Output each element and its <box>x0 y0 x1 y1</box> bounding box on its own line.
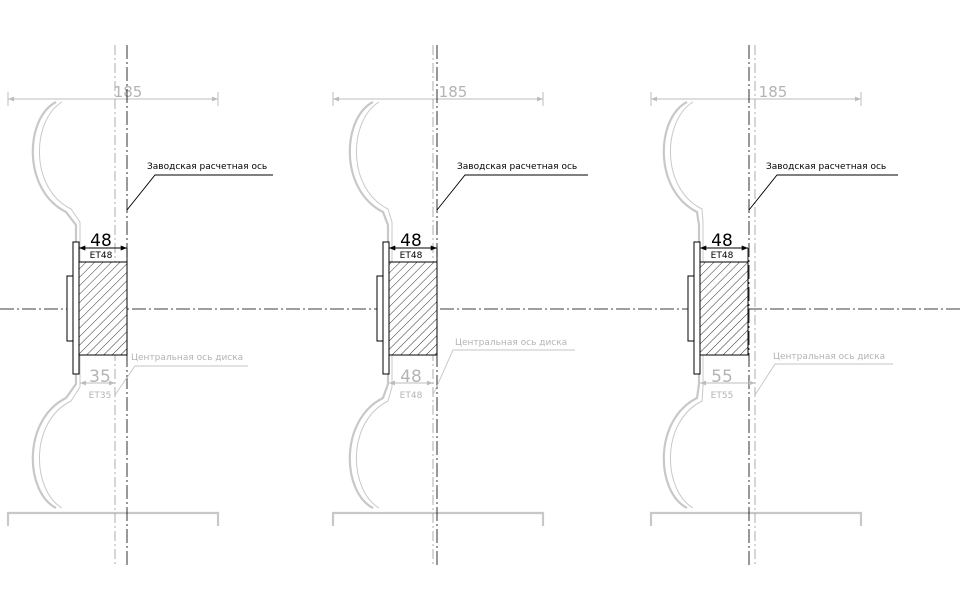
offset-code-label: ET48 <box>400 391 423 401</box>
offset-code-label: ET55 <box>711 391 734 401</box>
detail-3: 185 48 ET48 Заводская расчетная ось Цент… <box>649 45 898 565</box>
center-axis-label: Центральная ось диска <box>773 352 885 362</box>
center-axis-leader <box>754 363 893 396</box>
tire-base <box>6 511 220 526</box>
offset-dim-label: 55 <box>711 367 733 387</box>
hub-code-label: ET48 <box>90 251 113 261</box>
hub-body <box>78 261 128 356</box>
hub-dim-label: 48 <box>711 231 733 251</box>
offset-dim-label: 48 <box>400 367 422 387</box>
hub-body <box>388 261 438 356</box>
hub-body <box>699 261 749 356</box>
center-axis-label: Центральная ось диска <box>455 338 567 348</box>
tire-base <box>331 511 545 526</box>
hub-plate <box>382 241 390 375</box>
factory-axis-leader <box>436 174 588 211</box>
detail-1: 185 48 ET48 Заводская расчетная ось Цент… <box>6 45 273 565</box>
factory-axis-label: Заводская расчетная ось <box>766 162 886 172</box>
hub-code-label: ET48 <box>711 251 734 261</box>
hub-code-label: ET48 <box>400 251 423 261</box>
center-axis-leader <box>432 349 575 396</box>
offset-dim-label: 35 <box>89 367 111 387</box>
wheel-width-label: 185 <box>759 83 788 101</box>
center-axis-label: Центральная ось диска <box>131 353 243 363</box>
center-axis-leader <box>114 365 248 396</box>
hub-plate <box>72 241 80 375</box>
hub-plate <box>693 241 701 375</box>
wheel-width-label: 185 <box>114 83 143 101</box>
wheel-width-label: 185 <box>439 83 468 101</box>
detail-2: 185 48 ET48 Заводская расчетная ось Цент… <box>331 45 588 565</box>
factory-axis-label: Заводская расчетная ось <box>147 162 267 172</box>
factory-axis-leader <box>748 174 898 211</box>
hub-dim-label: 48 <box>400 231 422 251</box>
tire-base <box>649 511 863 526</box>
factory-axis-label: Заводская расчетная ось <box>457 162 577 172</box>
offset-code-label: ET35 <box>89 391 112 401</box>
factory-axis-leader <box>126 174 273 211</box>
hub-dim-label: 48 <box>90 231 112 251</box>
